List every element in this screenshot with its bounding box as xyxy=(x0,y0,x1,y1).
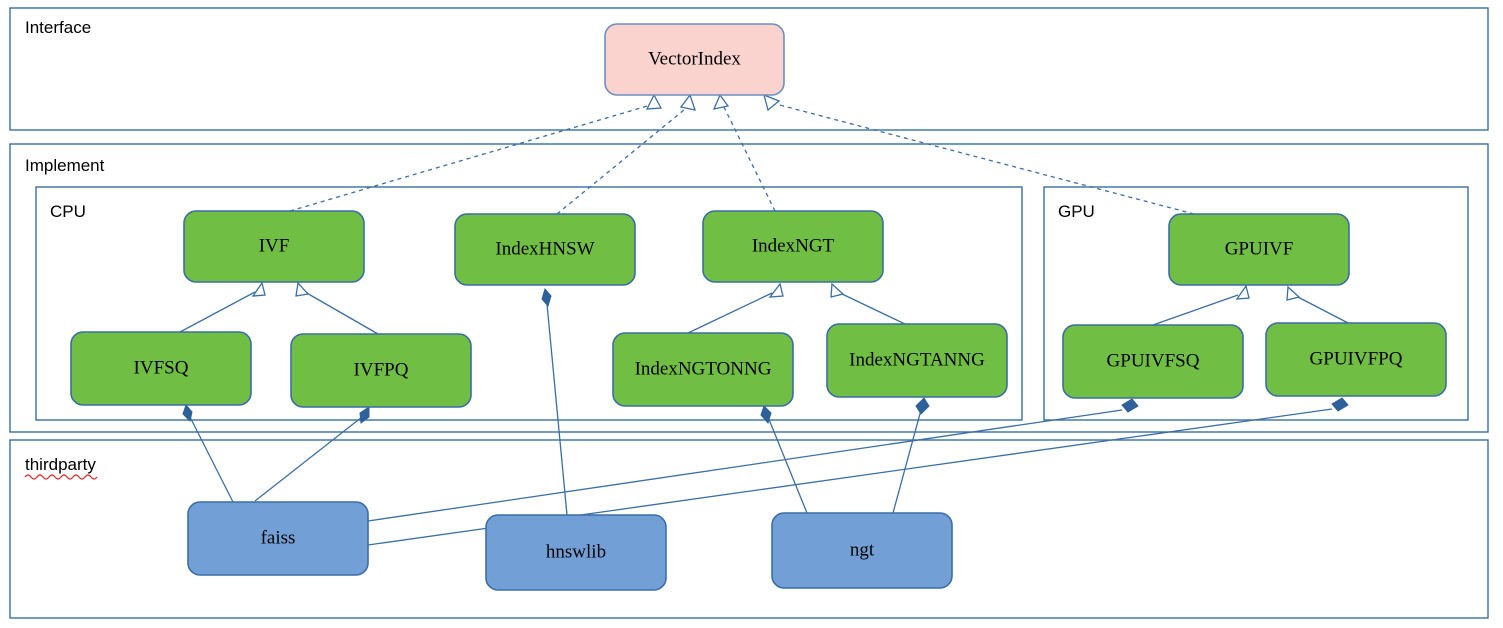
node-gpuivfsq-rect xyxy=(1062,324,1244,399)
node-hnswlib[interactable]: hnswlib xyxy=(485,514,667,591)
node-indexngtonng[interactable]: IndexNGTONNG xyxy=(612,332,794,407)
node-ivf-rect xyxy=(183,210,365,283)
node-gpuivf-label: GPUIVF xyxy=(1225,238,1294,259)
container-implement-label: Implement xyxy=(25,156,105,175)
node-indexngtanng[interactable]: IndexNGTANNG xyxy=(826,323,1008,398)
edge-indexngtanng-to-indexngt xyxy=(830,282,906,325)
node-gpuivfsq[interactable]: GPUIVFSQ xyxy=(1062,324,1244,399)
edge-gpuivf-to-vectorindex xyxy=(763,93,1195,215)
edge-ivfsq-to-ivf xyxy=(179,281,266,333)
node-ivfpq-rect xyxy=(290,333,472,408)
node-indexngt[interactable]: IndexNGT xyxy=(702,210,884,283)
edge-gpuivfsq-to-gpuivf xyxy=(1152,284,1250,326)
node-ivfsq-rect xyxy=(70,331,252,406)
node-gpuivfsq-label: GPUIVFSQ xyxy=(1107,350,1200,371)
node-gpuivf-rect xyxy=(1168,213,1350,286)
node-vectorindex-label: VectorIndex xyxy=(648,48,741,69)
node-indexhnsw-label: IndexHNSW xyxy=(495,238,594,259)
edge-indexngtonng-to-indexngt xyxy=(687,282,784,334)
edge-ngt-to-indexngtanng xyxy=(892,397,930,514)
node-ivfsq-label: IVFSQ xyxy=(134,357,189,378)
edge-gpuivfpq-to-gpuivf xyxy=(1286,285,1349,324)
node-indexngt-rect xyxy=(702,210,884,283)
node-faiss-rect xyxy=(187,501,369,576)
node-indexngt-label: IndexNGT xyxy=(752,235,835,256)
node-faiss[interactable]: faiss xyxy=(187,501,369,576)
spellcheck-squiggle-icon xyxy=(24,474,98,480)
node-indexngtonng-rect xyxy=(612,332,794,407)
node-ngt[interactable]: ngt xyxy=(771,512,953,589)
node-gpuivfpq-label: GPUIVFPQ xyxy=(1310,348,1403,369)
container-thirdparty-label: thirdparty xyxy=(25,455,96,474)
edge-indexngt-to-vectorindex xyxy=(712,93,776,212)
node-gpuivf[interactable]: GPUIVF xyxy=(1168,213,1350,286)
node-ivfpq[interactable]: IVFPQ xyxy=(290,333,472,408)
node-hnswlib-rect xyxy=(485,514,667,591)
node-ngt-rect xyxy=(771,512,953,589)
node-indexhnsw-rect xyxy=(454,213,636,286)
node-ivfsq[interactable]: IVFSQ xyxy=(70,331,252,406)
node-indexngtanng-rect xyxy=(826,323,1008,398)
node-indexhnsw[interactable]: IndexHNSW xyxy=(454,213,636,286)
edge-faiss-to-gpuivfsq xyxy=(367,398,1139,522)
node-vectorindex-rect xyxy=(604,23,785,96)
node-gpuivfpq-rect xyxy=(1265,322,1447,397)
edge-faiss-to-ivfpq xyxy=(254,406,370,502)
node-ivf[interactable]: IVF xyxy=(183,210,365,283)
node-hnswlib-label: hnswlib xyxy=(546,541,606,562)
edge-ivf-to-vectorindex xyxy=(289,93,663,212)
node-ivf-label: IVF xyxy=(259,235,290,256)
node-gpuivfpq[interactable]: GPUIVFPQ xyxy=(1265,322,1447,397)
edge-ngt-to-indexngtonng xyxy=(760,405,808,514)
edge-indexhnsw-to-vectorindex xyxy=(556,93,696,215)
node-indexngtanng-label: IndexNGTANNG xyxy=(849,349,985,370)
edge-ivfpq-to-ivf xyxy=(295,281,379,335)
node-vectorindex[interactable]: VectorIndex xyxy=(604,23,785,96)
container-cpu-label: CPU xyxy=(50,202,86,221)
container-gpu-label: GPU xyxy=(1058,202,1095,221)
node-ivfpq-label: IVFPQ xyxy=(354,359,409,380)
edge-hnswlib-to-indexhnsw xyxy=(541,287,568,516)
edge-faiss-to-ivfsq xyxy=(182,404,234,503)
node-faiss-label: faiss xyxy=(261,527,296,548)
container-interface-label: Interface xyxy=(25,18,91,37)
node-indexngtonng-label: IndexNGTONNG xyxy=(635,358,772,379)
node-ngt-label: ngt xyxy=(850,539,875,560)
